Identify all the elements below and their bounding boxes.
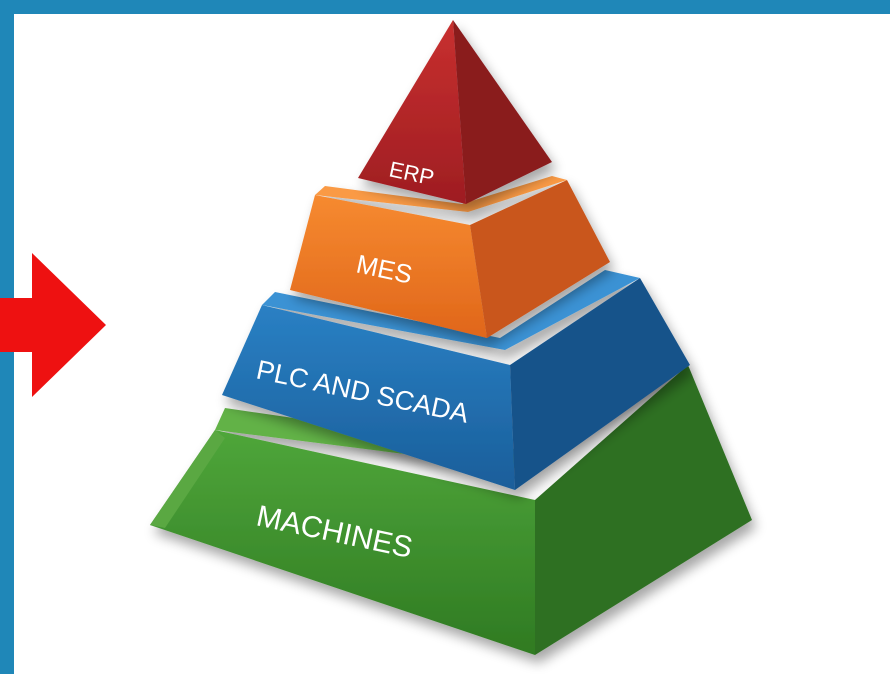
mes-top-face <box>315 176 567 212</box>
plc-top-face <box>262 270 640 350</box>
erp-right-face <box>453 20 552 204</box>
top-frame-bar <box>0 0 890 14</box>
machines-right-face <box>535 365 752 655</box>
plc-right-face <box>510 278 690 490</box>
arrow-right-icon <box>0 253 106 397</box>
pyramid-level-plc-scada: PLC AND SCADA <box>222 270 690 490</box>
pyramid-level-erp: ERP <box>358 20 552 204</box>
machines-top-face <box>215 360 688 468</box>
pyramid-level-machines: MACHINES <box>150 360 752 655</box>
erp-front-face <box>358 20 466 204</box>
mes-front-face <box>290 195 487 338</box>
machines-front-face <box>150 430 535 655</box>
mes-right-face <box>470 180 610 338</box>
plc-front-face <box>222 305 515 490</box>
pyramid-level-mes: MES <box>290 176 610 338</box>
